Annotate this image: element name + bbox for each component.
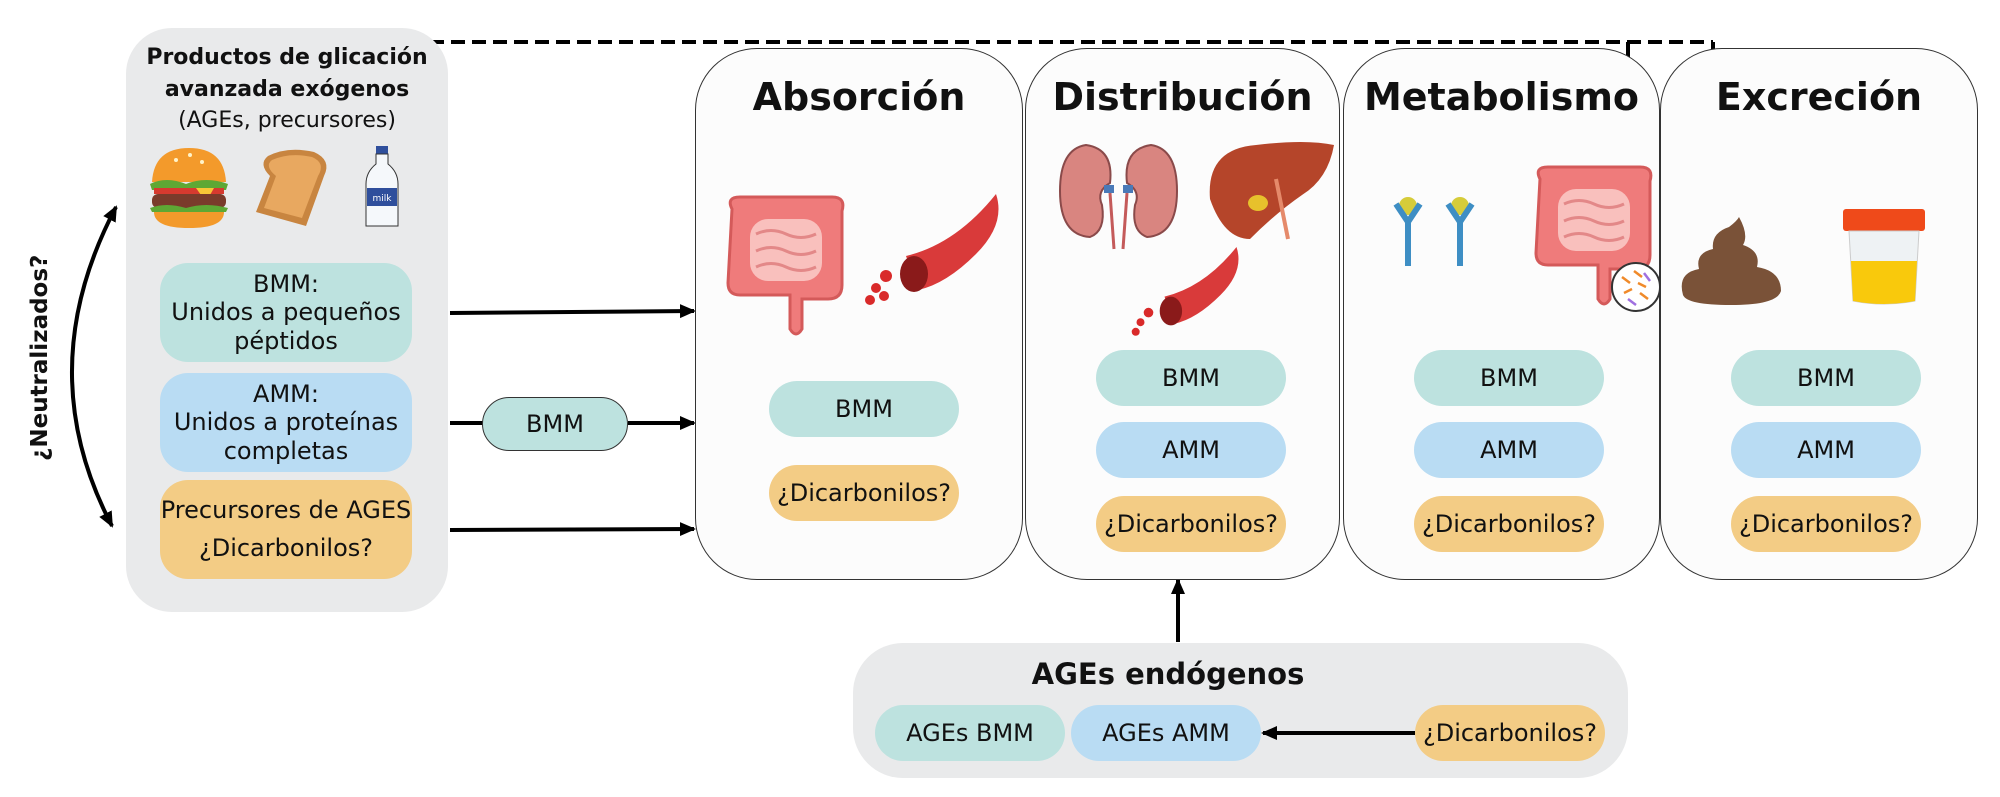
stage-pill-dicarbonilos: ¿Dicarbonilos? <box>769 465 959 521</box>
stage-metabolismo: Metabolismo BMM AMM ¿Dicarbonilos? <box>1343 48 1661 580</box>
stage-pill-amm: AMM <box>1096 422 1286 478</box>
stage-pill-amm: AMM <box>1731 422 1921 478</box>
liver-icon <box>1209 142 1334 240</box>
stage-excrecion: Excreción BMM AMM ¿Dicarbonilos? <box>1660 48 1978 580</box>
source-item-amm: AMM: Unidos a proteínas completas <box>160 373 412 472</box>
milk-bottle-icon: milk <box>365 146 399 227</box>
source-item-bmm: BMM: Unidos a pequeños péptidos <box>160 263 412 362</box>
endogenous-pill-amm: AGEs AMM <box>1071 705 1261 761</box>
intestine-microbiota-icon <box>1534 165 1661 312</box>
stage-pill-bmm: BMM <box>1414 350 1604 406</box>
source-title-line2: avanzada exógenos <box>164 76 410 102</box>
stage-title: Metabolismo <box>1363 75 1640 119</box>
stage-title: Absorción <box>752 75 966 119</box>
stage-pill-bmm: BMM <box>769 381 959 437</box>
stage-distribucion: Distribución BMM AMM ¿Dicarbonilos? <box>1025 48 1340 580</box>
kidneys-icon <box>1058 143 1179 250</box>
neutralization-curved-arrow <box>70 205 118 528</box>
blood-vessel-icon <box>865 194 999 305</box>
exogenous-ages-panel: Productos de glicación avanzada exógenos… <box>126 28 448 612</box>
intestine-icon <box>726 195 845 336</box>
milk-label: milk <box>373 194 393 204</box>
arrow-precursors-to-absorcion <box>449 522 696 537</box>
hamburger-icon <box>150 148 228 228</box>
endogenous-pill-dicarbonilos: ¿Dicarbonilos? <box>1415 705 1605 761</box>
source-subtitle: (AGEs, precursores) <box>178 108 396 133</box>
toast-icon <box>256 149 327 226</box>
stage-title: Distribución <box>1052 75 1313 119</box>
stage-pill-amm: AMM <box>1414 422 1604 478</box>
stage-pill-dicarbonilos: ¿Dicarbonilos? <box>1731 496 1921 552</box>
urine-sample-icon <box>1843 209 1925 305</box>
stage-pill-bmm: BMM <box>1731 350 1921 406</box>
antibody-icon <box>1393 197 1475 266</box>
stage-pill-dicarbonilos: ¿Dicarbonilos? <box>1096 496 1286 552</box>
source-item-precursors: Precursores de AGES ¿Dicarbonilos? <box>160 480 412 579</box>
stage-pill-bmm: BMM <box>1096 350 1286 406</box>
stage-pill-dicarbonilos: ¿Dicarbonilos? <box>1414 496 1604 552</box>
intermediate-bmm-pill: BMM <box>482 397 628 451</box>
source-title-line1: Productos de glicación <box>146 45 428 70</box>
feces-icon <box>1681 217 1781 305</box>
endogenous-pill-bmm: AGEs BMM <box>875 705 1065 761</box>
endogenous-ages-panel: AGEs endógenos AGEs BMM AGEs AMM ¿Dicarb… <box>853 643 1628 778</box>
blood-vessel-icon <box>1131 247 1239 336</box>
stage-title: Excreción <box>1715 75 1923 119</box>
arrow-bmm-to-absorcion <box>449 304 696 319</box>
neutralization-label: ¿Neutralizados? <box>27 254 53 461</box>
endogenous-title: AGEs endógenos <box>1031 657 1305 691</box>
stage-absorcion: Absorción BMM ¿Dicarbonilos? <box>695 48 1023 580</box>
